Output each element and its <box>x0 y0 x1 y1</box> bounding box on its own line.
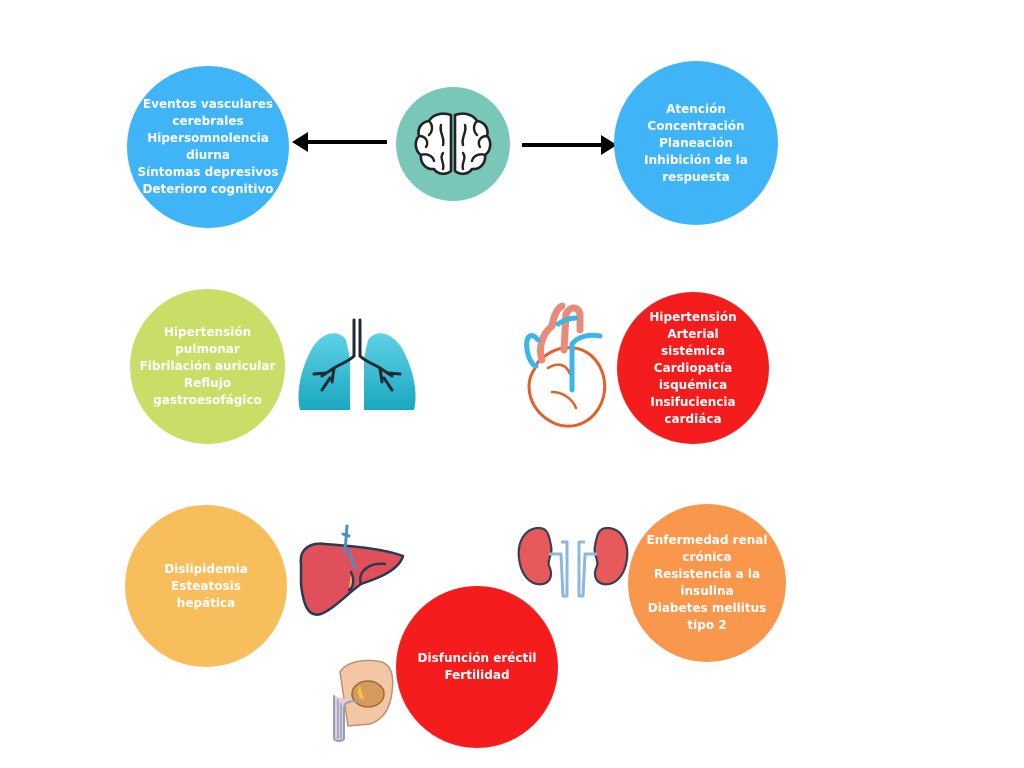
text-line: Deterioro cognitivo <box>142 182 274 196</box>
circle-brain <box>396 87 510 201</box>
text-line: hepática <box>176 595 236 610</box>
text-line: sistémica <box>660 343 726 358</box>
text-line: Resistencia a la insulina <box>653 567 761 598</box>
text-line: Concentración <box>647 118 745 133</box>
text-line: Dislipidemia <box>164 561 248 576</box>
circle-reproductive-effects: Disfunción eréctil Fertilidad <box>396 586 558 748</box>
text-line: Hipertensión pulmonar <box>163 325 252 356</box>
brain-icon <box>414 112 492 176</box>
text-line: respuesta <box>662 169 730 184</box>
text-line: Hipertensión Arterial <box>649 309 737 341</box>
text-line: Esteatosis <box>171 578 241 593</box>
circle-brain-effects: Eventos vasculares cerebrales Hipersomno… <box>127 66 289 228</box>
reproductive-organ-icon <box>333 659 394 742</box>
text-line: Fertilidad <box>444 668 510 682</box>
arrow-left-icon <box>292 132 387 152</box>
text-line: Cardiopatía isquémica <box>653 360 733 392</box>
circle-lungs-effects: Hipertensión pulmonar Fibrilación auricu… <box>130 289 285 444</box>
text-line: gastroesofágico <box>153 393 262 407</box>
lungs-icon <box>298 318 416 410</box>
text-line: Síntomas depresivos <box>137 165 279 179</box>
text-line: cerebrales <box>172 114 244 128</box>
text-line: Eventos vasculares <box>142 97 274 111</box>
text-line: Hipersomnolencia diurna <box>147 131 269 162</box>
text-line: crónica <box>682 550 732 564</box>
text-line: Atención <box>666 101 726 116</box>
circle-heart-effects: Hipertensión Arterial sistémica Cardiopa… <box>617 292 769 444</box>
circle-brain-functions: Atención Concentración Planeación Inhibi… <box>614 61 778 225</box>
circle-liver-effects: Dislipidemia Esteatosis hepática <box>125 505 287 667</box>
circle-kidney-effects: Enfermedad renal crónica Resistencia a l… <box>628 504 786 662</box>
liver-icon <box>299 524 405 616</box>
arrow-right-icon <box>522 135 617 155</box>
text-line: tipo 2 <box>687 618 727 632</box>
heart-icon <box>524 302 607 428</box>
text-line: Enfermedad renal <box>646 533 768 547</box>
text-line: Reflujo <box>183 376 232 390</box>
text-line: Insifuciencia cardiáca <box>650 394 736 426</box>
text-line: Fibrilación auricular <box>139 359 276 373</box>
kidneys-icon <box>517 526 629 598</box>
text-line: Diabetes mellitus <box>647 601 767 615</box>
text-line: Disfunción eréctil <box>417 651 537 665</box>
text-line: Planeación <box>659 135 733 150</box>
text-line: Inhibición de la <box>644 152 748 167</box>
